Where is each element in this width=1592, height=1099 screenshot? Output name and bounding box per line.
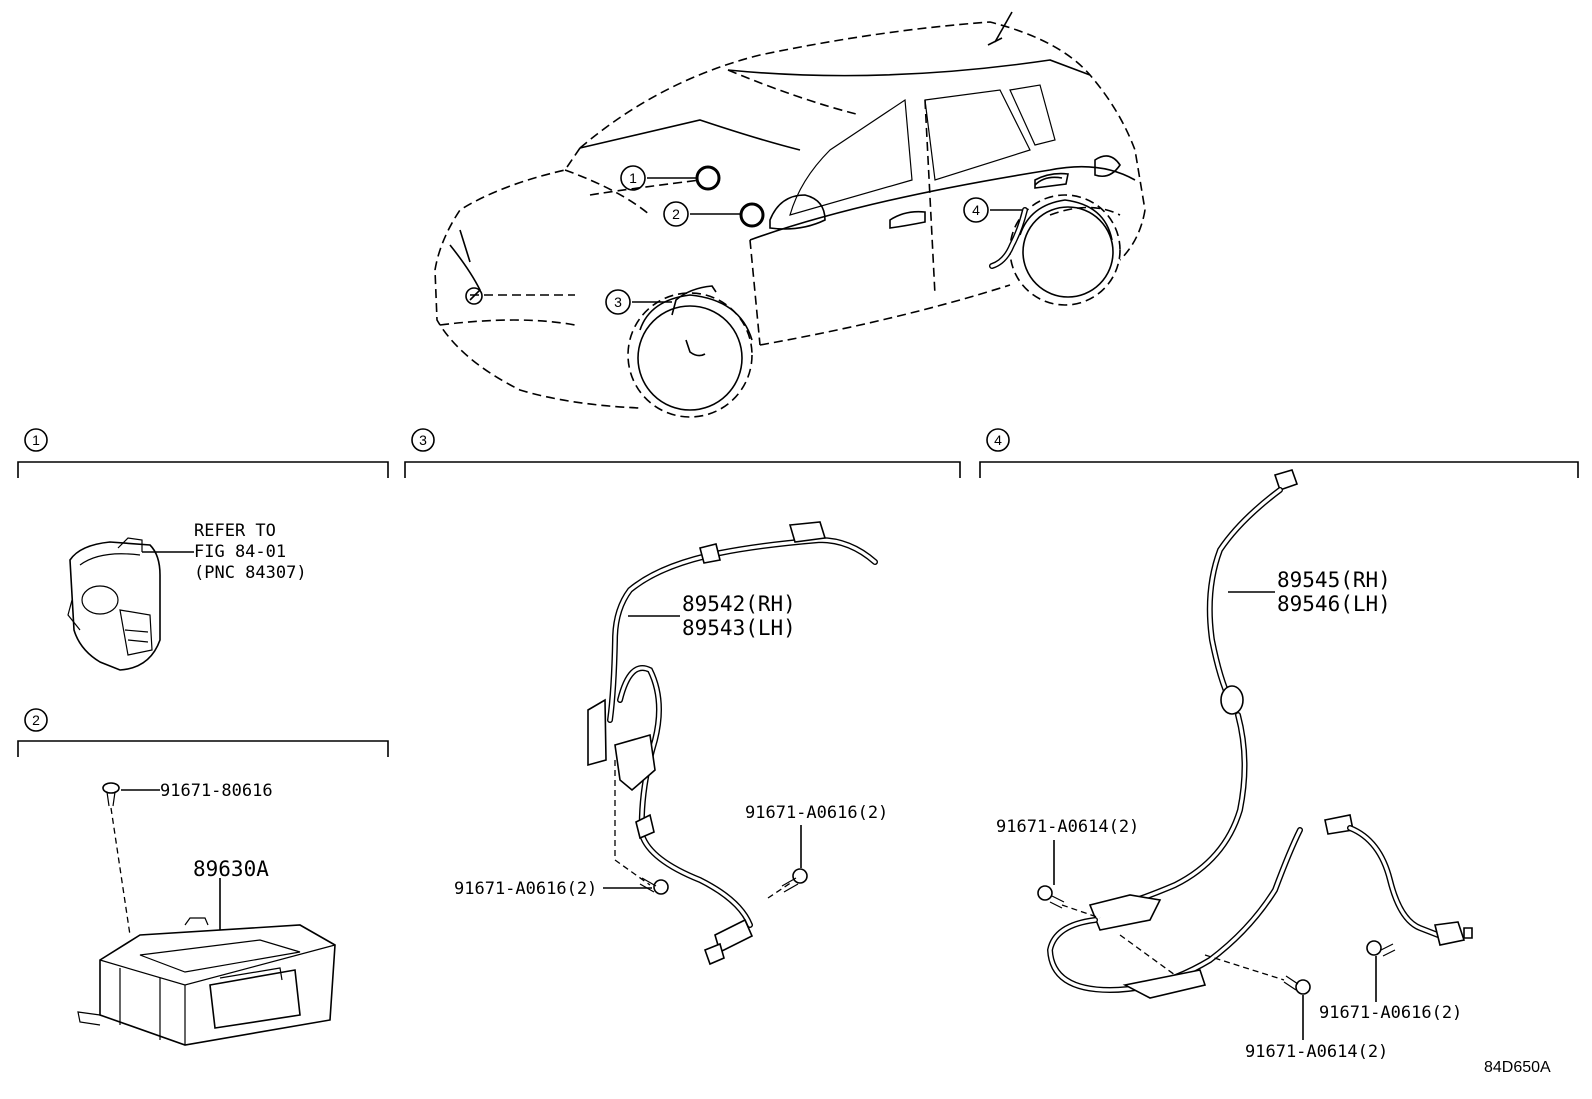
part-89543-lh[interactable]: 89543(LH) bbox=[682, 616, 796, 640]
front-speed-sensor-illustration bbox=[587, 521, 878, 966]
section-4-number: 4 bbox=[994, 432, 1002, 448]
bolt-icon bbox=[1283, 975, 1311, 995]
bolt-icon bbox=[102, 782, 120, 807]
svg-text:3: 3 bbox=[614, 294, 622, 310]
airbag-sensor-module-illustration bbox=[77, 917, 336, 1046]
callout-2[interactable]: 2 bbox=[663, 201, 689, 227]
part-89545-rh[interactable]: 89545(RH) bbox=[1277, 568, 1391, 592]
part-91671-a0614-bottom[interactable]: 91671-A0614(2) bbox=[1245, 1042, 1388, 1062]
svg-text:4: 4 bbox=[972, 202, 980, 218]
location-marker-1 bbox=[695, 165, 721, 191]
vehicle-illustration bbox=[434, 11, 1146, 418]
refer-note-line3: (PNC 84307) bbox=[194, 563, 307, 583]
part-91671-80616[interactable]: 91671-80616 bbox=[160, 781, 273, 801]
bolt-icon bbox=[781, 868, 808, 893]
part-91671-a0614-upper-left[interactable]: 91671-A0614(2) bbox=[996, 817, 1139, 837]
spiral-cable-illustration bbox=[67, 537, 161, 671]
bolt-icon bbox=[1366, 940, 1396, 957]
callout-1[interactable]: 1 bbox=[620, 165, 646, 191]
svg-text:1: 1 bbox=[629, 170, 637, 186]
part-91671-a0616-right[interactable]: 91671-A0616(2) bbox=[745, 803, 888, 823]
section-2-number: 2 bbox=[32, 712, 40, 728]
callout-3[interactable]: 3 bbox=[605, 289, 631, 315]
section-3-number: 3 bbox=[419, 432, 427, 448]
part-91671-a0616-left[interactable]: 91671-A0616(2) bbox=[454, 879, 597, 899]
refer-note-line2[interactable]: FIG 84-01 bbox=[194, 542, 286, 562]
location-marker-2 bbox=[739, 202, 765, 228]
refer-note-line1: REFER TO bbox=[194, 521, 276, 541]
part-89630a[interactable]: 89630A bbox=[193, 857, 269, 881]
rear-speed-sensor-illustration bbox=[1046, 469, 1473, 999]
svg-text:2: 2 bbox=[672, 206, 680, 222]
part-91671-a0616-lower-right[interactable]: 91671-A0616(2) bbox=[1319, 1003, 1462, 1023]
diagram-code: 84D650A bbox=[1484, 1059, 1551, 1076]
part-89546-lh[interactable]: 89546(LH) bbox=[1277, 592, 1391, 616]
section-4: 4 89545(RH) 89546(LH) bbox=[979, 428, 1579, 1062]
section-2: 2 91671-80616 89630A bbox=[17, 708, 389, 1046]
section-1-number: 1 bbox=[32, 432, 40, 448]
part-89542-rh[interactable]: 89542(RH) bbox=[682, 592, 796, 616]
section-3: 3 89542(RH) 89543(LH) 91671-A0616 bbox=[404, 428, 961, 966]
bolt-icon bbox=[1037, 885, 1065, 909]
callout-4[interactable]: 4 bbox=[963, 197, 989, 223]
section-1: 1 REFER TO FIG 84-01 (PNC 84307) bbox=[17, 428, 389, 671]
